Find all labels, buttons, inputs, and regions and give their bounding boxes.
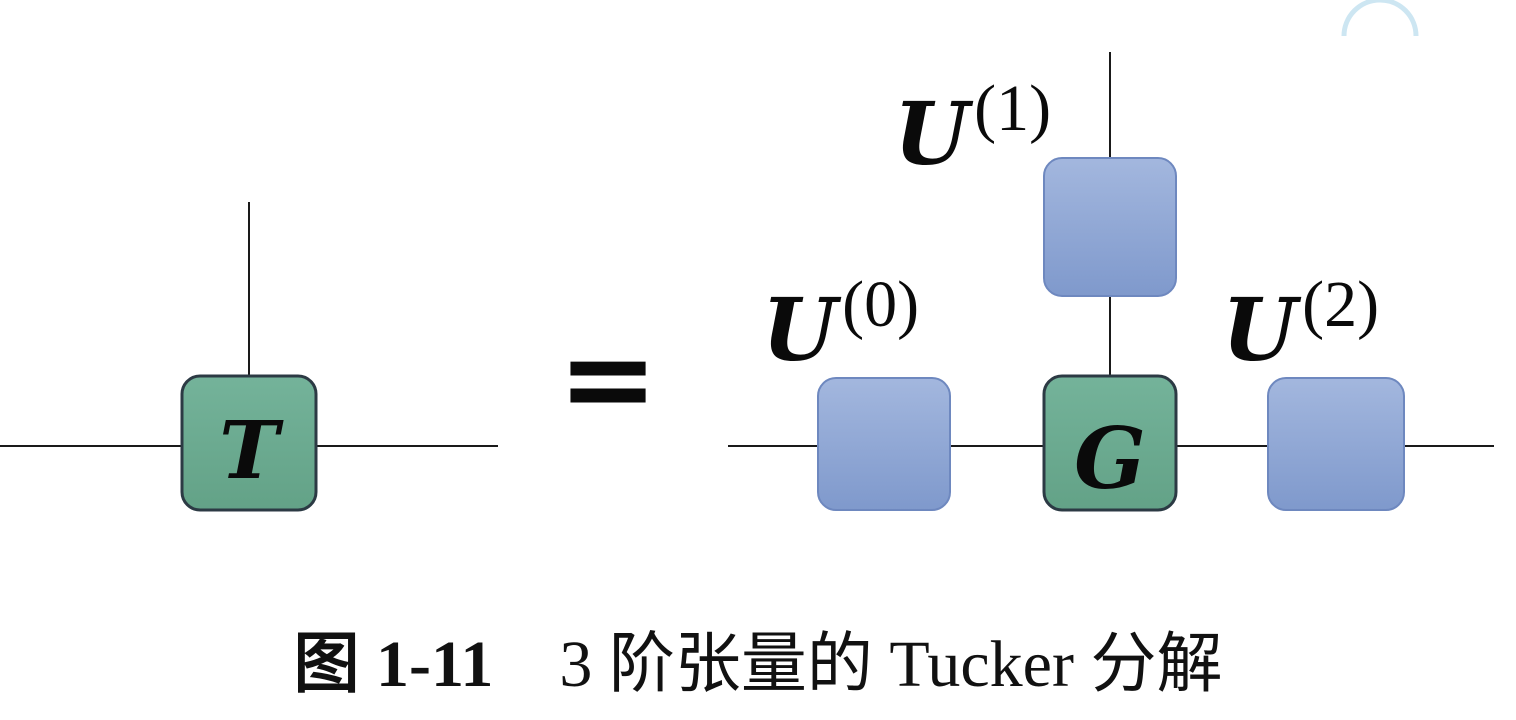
factor-u1-superscript: (1) [974,72,1051,145]
figure-caption: 图 1-11 3 阶张量的 Tucker 分解 [0,610,1516,706]
factor-u2-label: U (2) [1222,268,1379,381]
caption-figure-word: 图 [293,625,360,702]
factor-u2-base: U [1222,280,1302,381]
factor-u0-box [817,377,951,511]
caption-figure-number: 1-11 [376,628,494,701]
tensor-t-node: T [0,202,498,512]
core-g-box [1042,374,1178,512]
factor-u0-label: U (0) [762,268,919,381]
tensor-t-box [180,374,318,512]
caption-method-name: Tucker [889,628,1074,701]
tucker-network: G U (0) U (1) U (2) [728,52,1494,512]
caption-text-after: 分解 [1090,625,1223,702]
partial-circle-decoration [1341,0,1419,37]
caption-order-number: 3 [559,628,593,701]
factor-u1-base: U [894,84,974,185]
equals-sign: = [558,310,659,449]
factor-u2-box [1267,377,1405,511]
factor-u1-box [1043,157,1177,297]
tensor-t-label: T [219,403,284,497]
core-g-label: G [1074,409,1146,508]
factor-u1-label: U (1) [894,72,1051,185]
caption-text-before: 阶张量的 [608,625,873,702]
factor-u0-base: U [762,280,842,381]
factor-u0-superscript: (0) [842,268,919,341]
factor-u2-superscript: (2) [1302,268,1379,341]
